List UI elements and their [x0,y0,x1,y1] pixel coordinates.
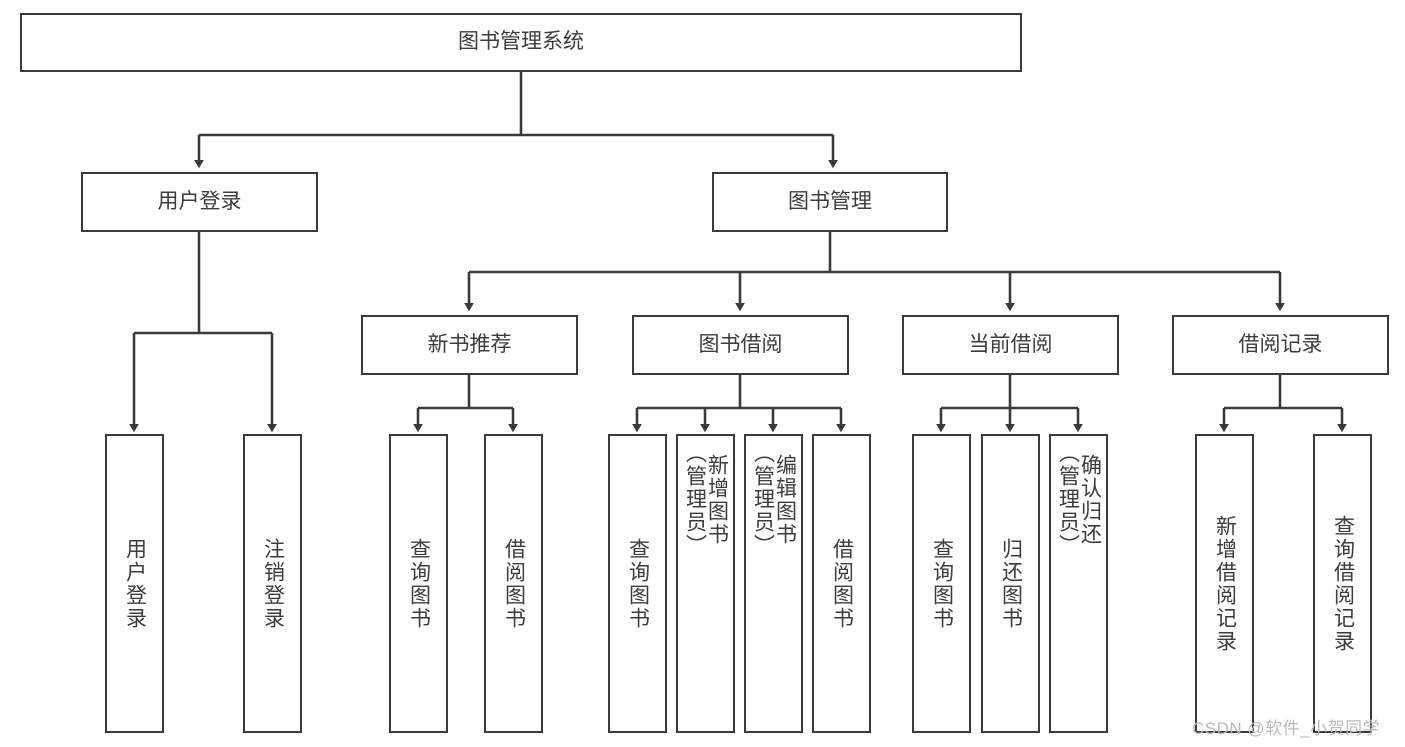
node-user-login[interactable]: 用户登录 [81,172,318,232]
node-leaf-query-book-3[interactable]: 查询图书 [912,434,971,733]
node-leaf-return-book[interactable]: 归还图书 [981,434,1040,733]
node-root-label: 图书管理系统 [458,30,584,54]
node-leaf-user-login-label: 用户登录 [123,537,147,630]
node-new-book-recommend-label: 新书推荐 [427,332,512,356]
node-borrow-record-label: 借阅记录 [1238,332,1323,356]
node-leaf-user-login[interactable]: 用户登录 [105,434,164,733]
csdn-watermark: CSDN @软件_小贺同学 [1192,719,1381,738]
node-leaf-logout-login[interactable]: 注销登录 [243,434,302,733]
node-leaf-logout-login-label: 注销登录 [261,537,285,630]
node-leaf-query-book-2[interactable]: 查询图书 [608,434,667,733]
node-leaf-borrow-book-1[interactable]: 借阅图书 [484,434,543,733]
node-leaf-borrow-book-1-label: 借阅图书 [502,537,526,630]
node-current-borrow[interactable]: 当前借阅 [902,315,1119,375]
node-leaf-query-book-2-label: 查询图书 [626,537,650,630]
node-leaf-query-book-1[interactable]: 查询图书 [389,434,448,733]
node-book-manage-label: 图书管理 [788,189,872,213]
node-book-borrow-label: 图书借阅 [698,332,783,356]
node-leaf-query-book-1-label: 查询图书 [407,537,431,630]
node-user-login-label: 用户登录 [157,189,242,213]
node-current-borrow-label: 当前借阅 [968,332,1053,356]
node-book-manage[interactable]: 图书管理 [712,172,948,232]
node-leaf-confirm-return[interactable]: 确认归还 （管理员） [1049,434,1108,733]
node-leaf-return-book-label: 归还图书 [999,537,1023,630]
node-leaf-add-book-label: 新增图书 （管理员） [683,442,729,557]
node-leaf-add-book[interactable]: 新增图书 （管理员） [676,434,735,733]
node-leaf-borrow-book-2-label: 借阅图书 [830,537,854,630]
node-leaf-edit-book-label: 编辑图书 （管理员） [751,442,797,557]
node-leaf-borrow-book-2[interactable]: 借阅图书 [812,434,871,733]
node-leaf-edit-book[interactable]: 编辑图书 （管理员） [744,434,803,733]
node-borrow-record[interactable]: 借阅记录 [1172,315,1389,375]
node-root[interactable]: 图书管理系统 [20,13,1022,72]
node-book-borrow[interactable]: 图书借阅 [632,315,849,375]
node-leaf-query-book-3-label: 查询图书 [930,537,954,630]
node-leaf-add-record-label: 新增借阅记录 [1213,514,1237,653]
node-leaf-confirm-return-label: 确认归还 （管理员） [1056,442,1102,557]
node-leaf-add-record[interactable]: 新增借阅记录 [1195,434,1254,733]
node-leaf-query-record-label: 查询借阅记录 [1331,514,1355,653]
node-leaf-query-record[interactable]: 查询借阅记录 [1313,434,1372,733]
node-new-book-recommend[interactable]: 新书推荐 [361,315,578,375]
